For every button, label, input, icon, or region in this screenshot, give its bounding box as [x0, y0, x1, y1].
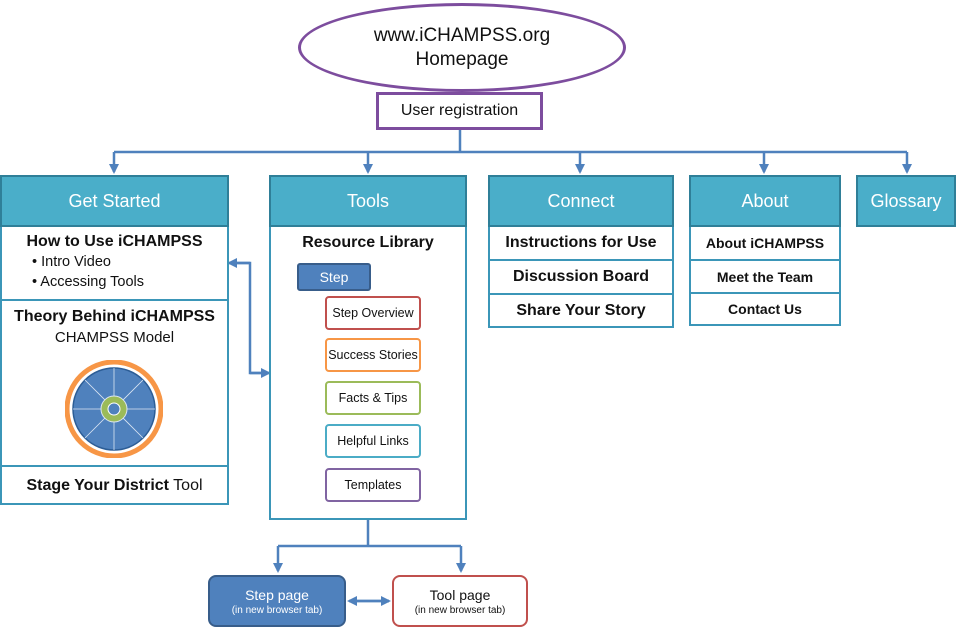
how-to-use-title: How to Use iCHAMPSS [26, 233, 203, 250]
champss-model-label: CHAMPSS Model [54, 329, 175, 346]
about-header-label: About [741, 190, 789, 211]
glossary-header-label: Glossary [870, 190, 942, 211]
get-started-column: Get Started How to Use iCHAMPSS • Intro … [0, 175, 229, 505]
intro-video-item[interactable]: • Intro Video [32, 254, 111, 270]
templates-label: Templates [344, 478, 402, 492]
stage-your-district-tool[interactable]: Stage Your District Tool [2, 469, 227, 503]
divider [2, 465, 227, 467]
share-your-story-label: Share Your Story [516, 301, 646, 319]
how-to-use-section[interactable]: How to Use iCHAMPSS • Intro Video • Acce… [2, 233, 227, 292]
facts-tips-node[interactable]: Facts & Tips [325, 381, 421, 415]
get-started-header-label: Get Started [68, 190, 161, 211]
step-page-title: Step page [245, 586, 309, 603]
theory-section[interactable]: Theory Behind iCHAMPSS CHAMPSS Model [2, 308, 227, 346]
step-label: Step [319, 269, 349, 285]
stage-rest-label: Tool [169, 477, 203, 494]
discussion-board-item[interactable]: Discussion Board [490, 259, 672, 293]
success-stories-node[interactable]: Success Stories [325, 338, 421, 372]
tool-page-node[interactable]: Tool page (in new browser tab) [392, 575, 528, 627]
step-page-note: (in new browser tab) [231, 604, 323, 616]
discussion-board-label: Discussion Board [512, 268, 650, 285]
glossary-header[interactable]: Glossary [856, 175, 956, 227]
instructions-for-use-item[interactable]: Instructions for Use [490, 227, 672, 259]
accessing-tools-item[interactable]: • Accessing Tools [32, 274, 145, 290]
homepage-node[interactable]: www.iCHAMPSS.org Homepage [298, 3, 626, 92]
stage-bold-label: Stage Your District [26, 477, 170, 494]
tools-header-label: Tools [346, 190, 390, 211]
about-ichampss-label: About iCHAMPSS [705, 235, 825, 251]
contact-us-item[interactable]: Contact Us [691, 292, 839, 324]
about-column: About About iCHAMPSS Meet the Team Conta… [689, 175, 841, 326]
contact-us-label: Contact Us [728, 301, 802, 317]
about-ichampss-item[interactable]: About iCHAMPSS [691, 227, 839, 259]
connect-column: Connect Instructions for Use Discussion … [488, 175, 674, 328]
step-node[interactable]: Step [297, 263, 371, 291]
tool-page-note: (in new browser tab) [414, 604, 506, 616]
facts-tips-label: Facts & Tips [338, 391, 408, 405]
templates-node[interactable]: Templates [325, 468, 421, 502]
about-header[interactable]: About [689, 175, 841, 227]
helpful-links-label: Helpful Links [337, 434, 409, 448]
homepage-label: Homepage [415, 48, 509, 70]
instructions-label: Instructions for Use [505, 234, 657, 251]
step-overview-label: Step Overview [332, 306, 414, 320]
connect-header-label: Connect [547, 190, 615, 211]
share-your-story-item[interactable]: Share Your Story [490, 293, 672, 326]
tool-page-title: Tool page [429, 586, 491, 603]
meet-the-team-item[interactable]: Meet the Team [691, 259, 839, 292]
step-overview-node[interactable]: Step Overview [325, 296, 421, 330]
meet-the-team-label: Meet the Team [716, 268, 814, 285]
line-double-arrow [232, 261, 266, 375]
resource-library-title[interactable]: Resource Library [302, 234, 434, 251]
connect-header[interactable]: Connect [488, 175, 674, 227]
divider [2, 299, 227, 301]
tools-header[interactable]: Tools [269, 175, 467, 227]
get-started-header[interactable]: Get Started [0, 175, 229, 227]
user-registration-label: User registration [400, 102, 519, 119]
user-registration-node[interactable]: User registration [376, 92, 543, 130]
helpful-links-node[interactable]: Helpful Links [325, 424, 421, 458]
theory-title: Theory Behind iCHAMPSS [14, 308, 215, 325]
step-page-node[interactable]: Step page (in new browser tab) [208, 575, 346, 627]
homepage-url: www.iCHAMPSS.org [373, 24, 551, 46]
champss-model-wheel-image [65, 360, 163, 458]
success-stories-label: Success Stories [328, 348, 418, 362]
